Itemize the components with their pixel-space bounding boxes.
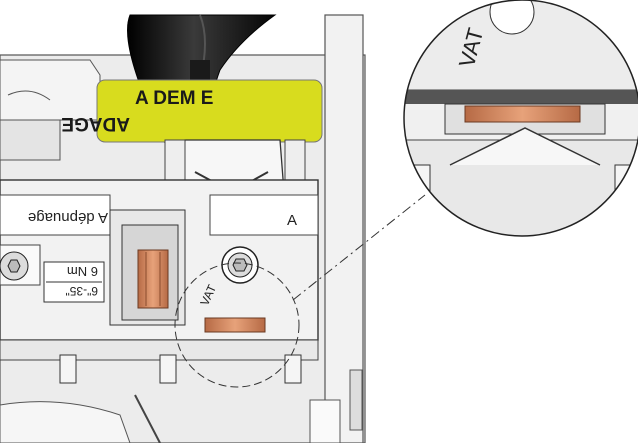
housing-curve (7, 90, 51, 101)
warning-label-line2: ADAGE (61, 113, 130, 134)
terminal-left-label: A dépnuage (28, 209, 108, 226)
clamp-left-tab (164, 139, 186, 181)
magnified-view: VAT (404, 0, 638, 236)
lower-bracket (0, 339, 319, 361)
terminal-right-label: A (287, 212, 297, 229)
upper-housing-block (0, 59, 101, 121)
rail-foot (309, 399, 341, 443)
bracket-tab-1 (59, 354, 77, 384)
right-screw-hex-icon (232, 258, 248, 272)
bracket-tab-3 (284, 354, 302, 384)
lower-cable-guide (0, 401, 131, 443)
copper-bar (204, 317, 266, 333)
warning-label-line1: A DEM E (135, 88, 213, 109)
upper-housing-shelf (0, 119, 61, 161)
detail-circle-marker (174, 262, 300, 388)
left-label-panel (0, 194, 111, 236)
detail-leader-line (292, 194, 426, 301)
rail-detail (349, 369, 363, 431)
magnifier-outline (403, 0, 638, 237)
left-screw-hex-icon (7, 259, 21, 273)
clamp-right-tab (284, 139, 306, 181)
torque-line1: 6 Nm (67, 264, 98, 279)
copper-contact (137, 249, 169, 309)
bracket-tab-2 (159, 354, 177, 384)
torque-line2: 6"-35" (65, 284, 98, 298)
lower-strap (134, 394, 161, 443)
right-label-panel (209, 194, 319, 236)
magnified-copper-bar (464, 105, 581, 123)
